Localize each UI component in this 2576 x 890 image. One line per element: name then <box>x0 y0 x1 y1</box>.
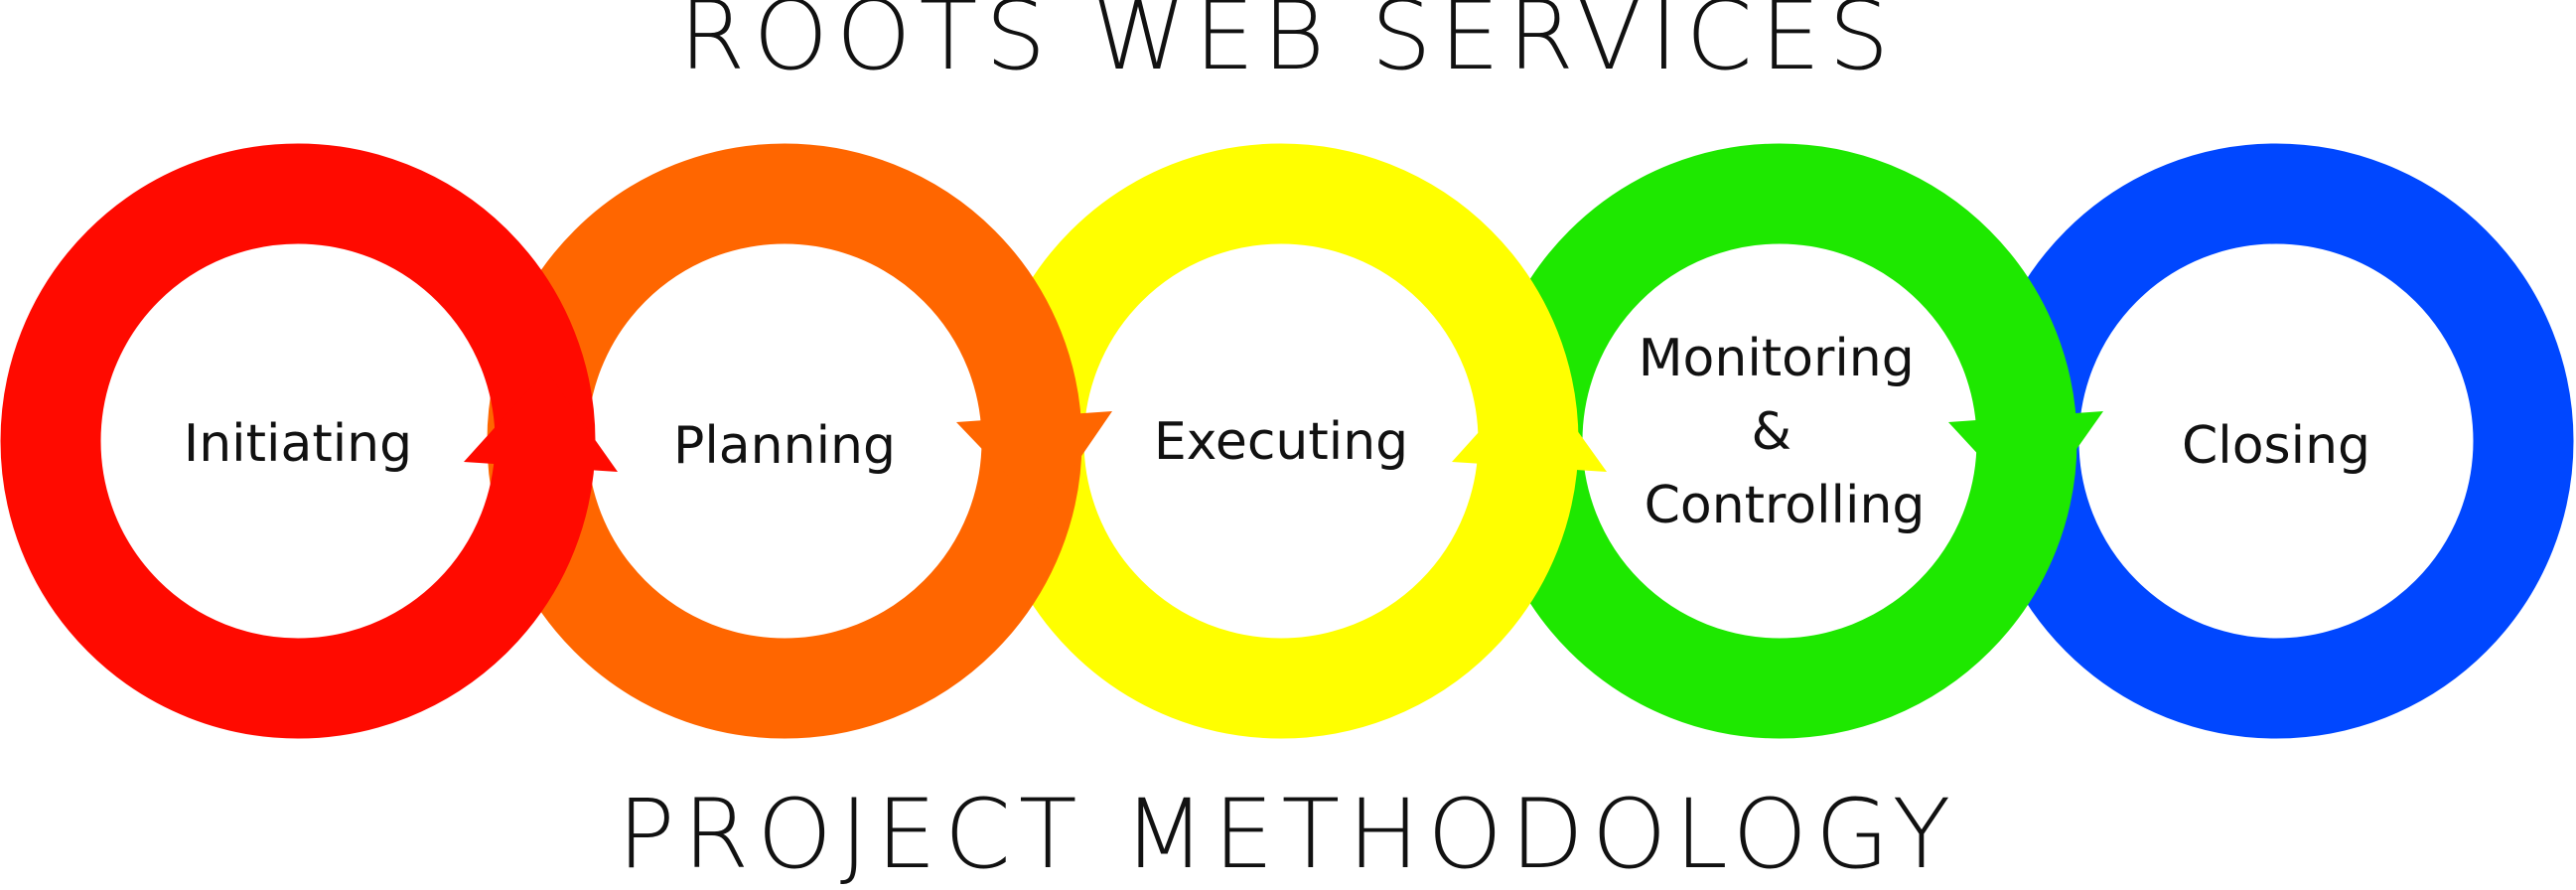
phase-label-planning: Planning <box>673 416 896 476</box>
arrow-head-executing <box>1452 371 1607 472</box>
phase-label-initiating: Initiating <box>184 414 412 474</box>
phase-label-executing: Executing <box>1154 412 1408 472</box>
arrow-head-initiating <box>464 371 618 472</box>
arrow-head-planning <box>956 411 1112 513</box>
phase-label-monitoring: Monitoring & Controlling <box>1639 329 1932 535</box>
phase-label-closing: Closing <box>2182 416 2370 476</box>
footer-title: PROJECT METHODOLOGY <box>617 779 1959 890</box>
header-title: ROOTS WEB SERVICES <box>678 0 1898 91</box>
arrow-head-monitoring <box>1948 411 2103 513</box>
